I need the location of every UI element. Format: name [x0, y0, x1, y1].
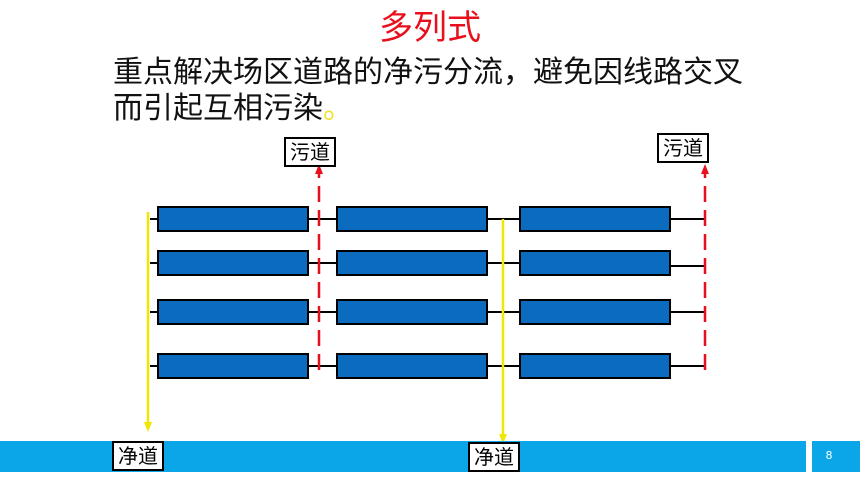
barn-r2-c1	[157, 250, 309, 276]
barn-r1-c3	[519, 206, 671, 232]
clean-road-left	[144, 212, 152, 432]
clean-road-label-middle: 净道	[468, 442, 520, 472]
dirty-road-right	[701, 164, 709, 370]
barn-r2-c2	[336, 250, 488, 276]
body-text-line-1: 重点解决场区道路的净污分流，避免因线路交叉	[113, 55, 743, 90]
body-text-line-2-main: 而引起互相污染	[113, 91, 323, 126]
barn-r1-c1	[157, 206, 309, 232]
body-text-line-2: 而引起互相污染。	[113, 90, 353, 128]
page-number: 8	[825, 449, 833, 462]
barn-r4-c3	[519, 353, 671, 379]
barn-r2-c3	[519, 250, 671, 276]
dirty-road-left	[315, 164, 323, 370]
barn-r3-c3	[519, 299, 671, 325]
connector-lines	[150, 218, 705, 367]
barn-grid	[157, 206, 671, 379]
slide-title: 多列式	[379, 8, 481, 48]
barn-r3-c2	[336, 299, 488, 325]
dirty-road-label-right: 污道	[657, 133, 709, 163]
barn-r4-c1	[157, 353, 309, 379]
dirty-road-label-left: 污道	[284, 137, 336, 167]
page-number-box	[812, 441, 860, 472]
body-text-period: 。	[323, 91, 353, 126]
clean-road-label-left: 净道	[112, 441, 164, 471]
barn-r1-c2	[336, 206, 488, 232]
barn-r4-c2	[336, 353, 488, 379]
barn-r3-c1	[157, 299, 309, 325]
clean-road-middle	[499, 219, 507, 444]
